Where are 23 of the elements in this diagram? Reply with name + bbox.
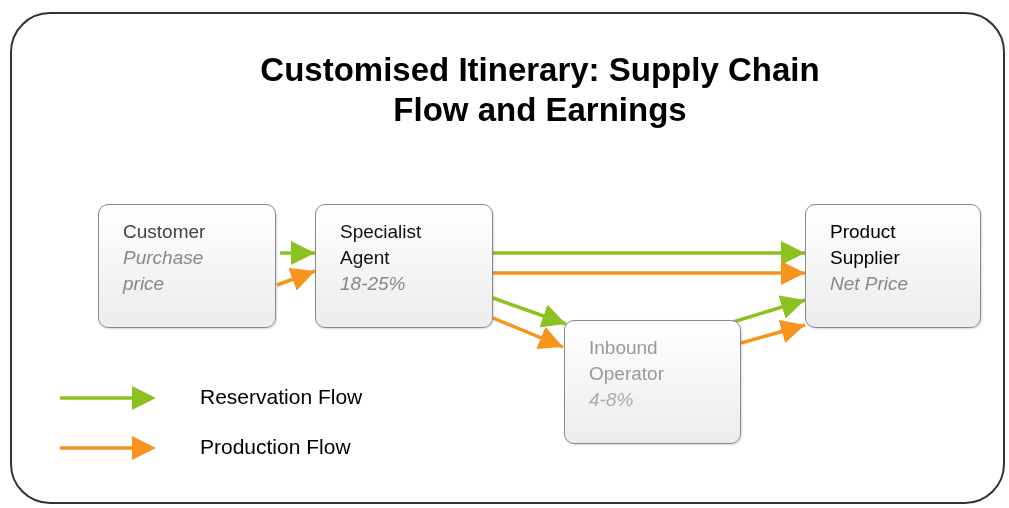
process-box bbox=[805, 204, 981, 328]
arrow bbox=[740, 319, 806, 345]
legend-label: Production Flow bbox=[200, 435, 351, 459]
arrow bbox=[732, 295, 806, 324]
legend-label: Reservation Flow bbox=[200, 385, 363, 409]
process-box bbox=[564, 320, 741, 444]
process-box bbox=[98, 204, 276, 328]
node-title: Customer bbox=[123, 220, 207, 244]
arrow bbox=[492, 296, 567, 328]
arrow bbox=[276, 268, 316, 291]
node-title: Inbound Operator bbox=[589, 336, 665, 386]
arrow bbox=[492, 316, 564, 349]
process-box bbox=[315, 204, 493, 328]
arrow bbox=[280, 241, 315, 265]
node-value: Purchase price bbox=[123, 246, 205, 296]
arrow bbox=[493, 241, 805, 265]
diagram-title: Customised Itinerary: Supply Chain Flow and Earnings bbox=[259, 50, 821, 130]
node-title: Specialist Agent bbox=[340, 220, 423, 270]
arrow bbox=[493, 261, 805, 285]
node-value: Net Price bbox=[830, 272, 910, 296]
node-value: 4-8% bbox=[589, 388, 635, 412]
node-title: Product Supplier bbox=[830, 220, 901, 270]
node-value: 18-25% bbox=[340, 272, 407, 296]
